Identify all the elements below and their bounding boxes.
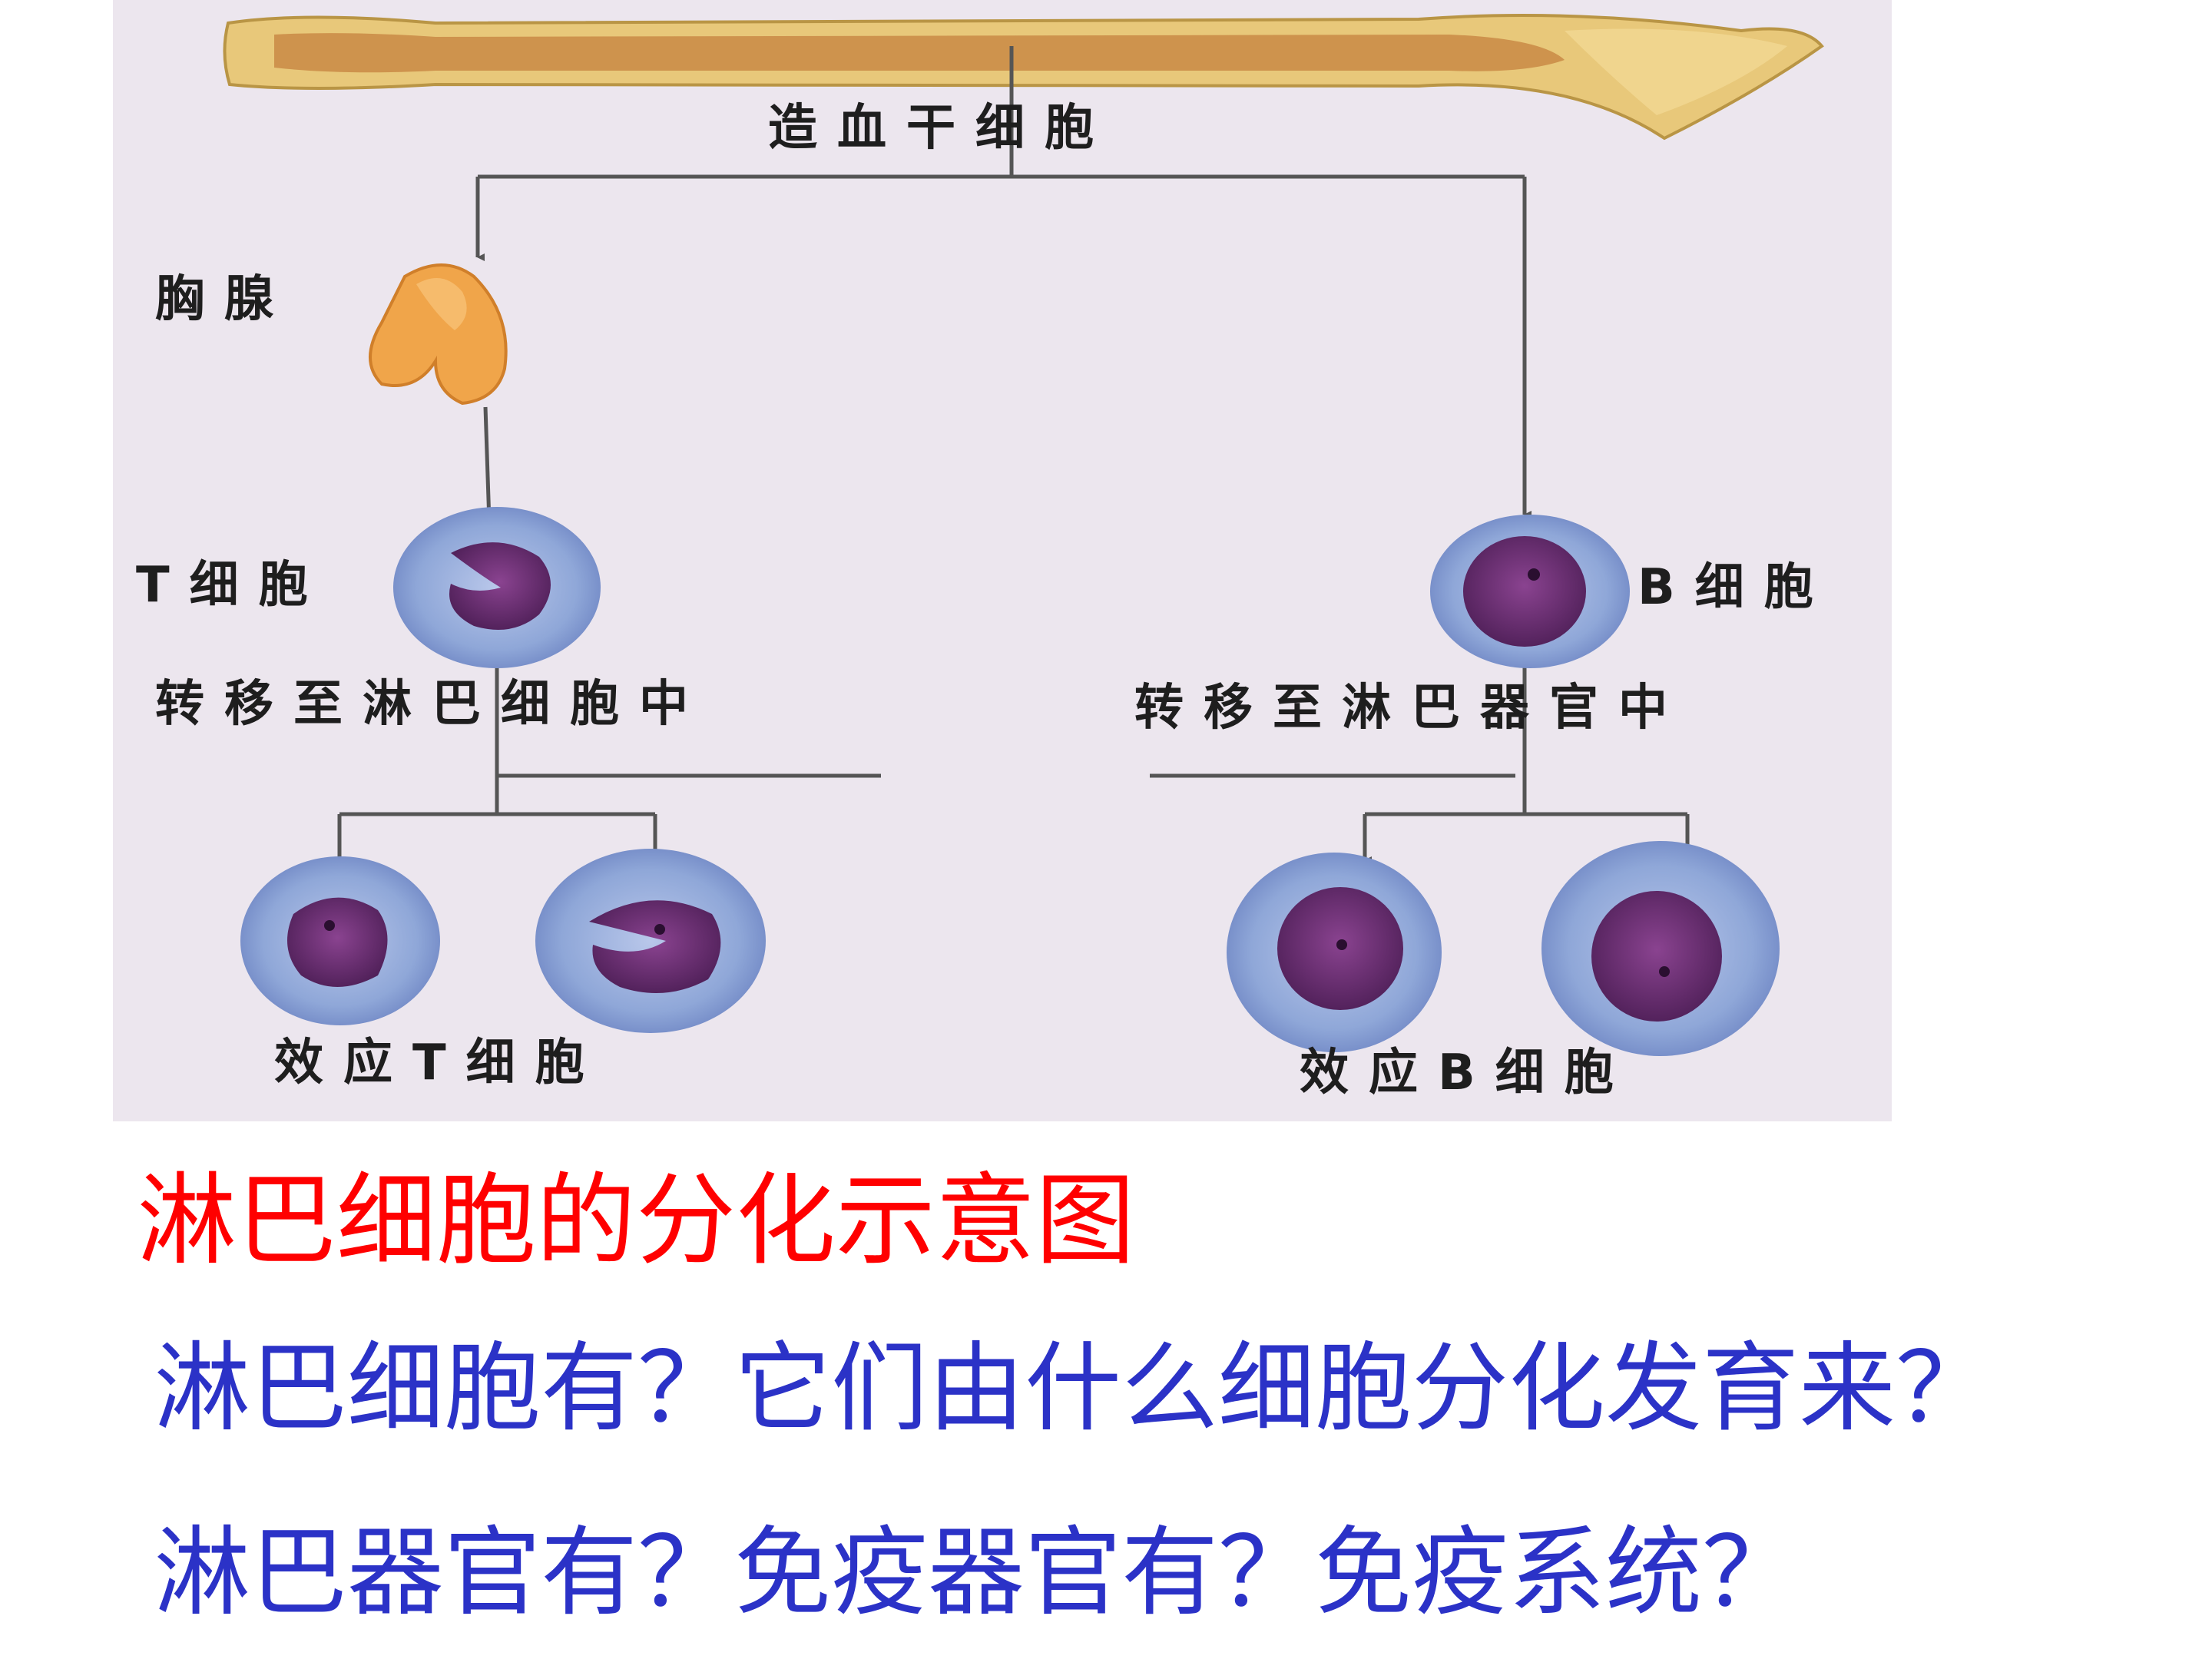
b-migrate-label: 转移至淋巴器官中 — [1134, 680, 1687, 737]
diagram-caption-title: 淋巴细胞的分化示意图 — [137, 1162, 1136, 1279]
b-cell-illustration — [1430, 515, 1630, 668]
t-migrate-label: 转移至淋巴细胞中 — [155, 676, 708, 733]
effector-t-cell-2-illustration — [535, 849, 766, 1033]
lymphocyte-differentiation-diagram: 造血干细胞 胸腺 T细胞 B细胞 转移至淋巴细胞中 转移至淋巴器官中 效应T细胞… — [113, 0, 1892, 1121]
effector-b-cell-2-illustration — [1541, 841, 1780, 1056]
effector-b-cell-1-illustration — [1227, 853, 1442, 1052]
thymus-label: 胸腺 — [155, 271, 293, 328]
effector-t-cell-label: 效应T细胞 — [274, 1035, 604, 1091]
question-lymphocytes: 淋巴细胞有？它们由什么细胞分化发育来？ — [154, 1332, 1992, 1445]
effector-t-cell-1-illustration — [240, 856, 440, 1025]
question-lymphoid-organs: 淋巴器官有？免疫器官有？免疫系统？ — [154, 1516, 1799, 1629]
flow-arrows — [337, 46, 1694, 872]
bone-illustration — [223, 14, 1824, 141]
t-cell-label: T细胞 — [136, 557, 328, 614]
thymus-illustration — [369, 263, 508, 406]
t-cell-illustration — [393, 507, 601, 668]
effector-b-cell-label: 效应B细胞 — [1300, 1045, 1634, 1101]
b-cell-label: B细胞 — [1637, 559, 1833, 616]
stem-cell-label: 造血干细胞 — [768, 100, 1114, 157]
